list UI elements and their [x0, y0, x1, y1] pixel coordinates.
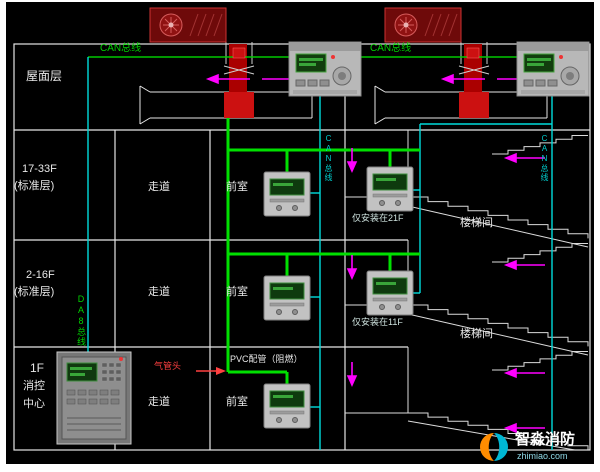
floor-1f-sub2-label: 中心	[23, 398, 45, 410]
floor-17-33-sub-label: (标准层)	[14, 180, 55, 192]
cyan-riser-wiring	[87, 57, 553, 450]
building-frame	[13, 43, 591, 451]
vendor-logo-icon	[480, 433, 508, 461]
fire-damper-right	[459, 92, 489, 118]
fire-control-cabinet	[56, 351, 132, 445]
front-room-monitor-1	[263, 171, 311, 217]
pressure-controller-left	[288, 41, 362, 97]
front-room-label-1: 前室	[226, 181, 248, 193]
fire-damper-left	[224, 92, 254, 118]
front-room-label-3: 前室	[226, 396, 248, 408]
air-tube-head-label: 气管头	[154, 361, 182, 371]
pvc-pipe-label: PVC配管（阻燃）	[230, 354, 303, 364]
stairwell-label-1: 楼梯间	[460, 217, 493, 229]
pneumatic-tubing	[226, 118, 420, 384]
airflow-arrows	[205, 73, 545, 434]
floor-17-33-label: 17-33F	[22, 163, 57, 175]
can-bus-label-2: CAN总线	[370, 43, 412, 54]
fan-unit-right	[384, 7, 462, 43]
bus-junction-box-right	[466, 47, 480, 59]
floor-2-16-sub-label: (标准层)	[14, 286, 55, 298]
corridor-label-1: 走道	[148, 181, 170, 193]
front-room-monitor-2	[263, 275, 311, 321]
riser-bus-label-right: CAN总线	[540, 134, 549, 182]
front-room-monitor-3	[263, 383, 311, 429]
floor-1f-sub1-label: 消控	[23, 380, 45, 392]
vendor-logo-name: 智淼消防	[515, 431, 576, 448]
vendor-logo-site: zhimiao.com	[517, 451, 568, 461]
stair-monitor-11f	[366, 270, 414, 316]
front-room-label-2: 前室	[226, 286, 248, 298]
only-11f-note: 仅安装在11F	[352, 317, 403, 327]
only-21f-note: 仅安装在21F	[352, 213, 404, 223]
air-tube-head-pointer	[196, 367, 226, 375]
fan-unit-left	[149, 7, 227, 43]
riser-bus-label-left: CAN总线	[324, 134, 333, 182]
corridor-label-2: 走道	[148, 286, 170, 298]
stair-monitor-21f	[366, 166, 414, 212]
corridor-label-3: 走道	[148, 396, 170, 408]
floor-1f-label: 1F	[30, 361, 45, 375]
roof-floor-label: 屋面层	[26, 69, 63, 83]
bus-junction-box-left	[232, 47, 246, 59]
vendor-logo: 智淼消防 zhimiao.com	[478, 428, 594, 468]
stairwell-label-2: 楼梯间	[460, 328, 493, 340]
can-bus-label-1: CAN总线	[100, 43, 142, 54]
floor-2-16-label: 2-16F	[26, 269, 55, 281]
pressure-controller-right	[516, 41, 590, 97]
da8-bus-label: DA8总线	[76, 294, 86, 347]
